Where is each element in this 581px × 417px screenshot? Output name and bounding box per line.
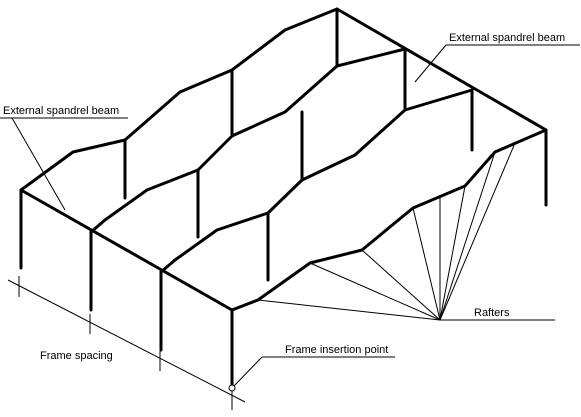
rafter-frame-2	[159, 88, 474, 274]
rafter-frame-1	[89, 47, 407, 234]
label-frame-spacing: Frame spacing	[40, 350, 113, 362]
label-external-spandrel-beam-left: External spandrel beam	[3, 105, 119, 117]
frame-insertion-point-marker	[228, 384, 236, 392]
rafter-frames	[89, 47, 474, 274]
text-labels: External spandrel beam External spandrel…	[3, 32, 565, 362]
spandrel-beams	[19, 7, 548, 312]
leader-insertion-point	[231, 356, 263, 389]
rafters-leader	[257, 299, 441, 321]
rafters-leader	[309, 262, 441, 321]
label-frame-insertion-point: Frame insertion point	[285, 344, 388, 356]
leader-spandrel-right	[414, 44, 447, 83]
rafters-leader	[439, 185, 466, 321]
frame-spacing-dimension	[7, 276, 246, 410]
rear-spandrel-beam	[19, 7, 548, 192]
front-eave-beam	[230, 128, 548, 312]
leader-lines	[0, 44, 580, 389]
rafters-leader	[439, 151, 496, 321]
rafters-leader	[412, 207, 441, 321]
leader-spandrel-left	[11, 117, 66, 211]
rafters-leader	[439, 142, 516, 321]
rafters-leader	[361, 249, 441, 321]
label-external-spandrel-beam-right: External spandrel beam	[449, 32, 565, 44]
label-rafters: Rafters	[474, 307, 510, 319]
columns	[19, 7, 548, 389]
left-spandrel-beam	[19, 188, 234, 312]
rafters-leader-fan	[257, 142, 555, 321]
dimension-line	[7, 279, 246, 403]
